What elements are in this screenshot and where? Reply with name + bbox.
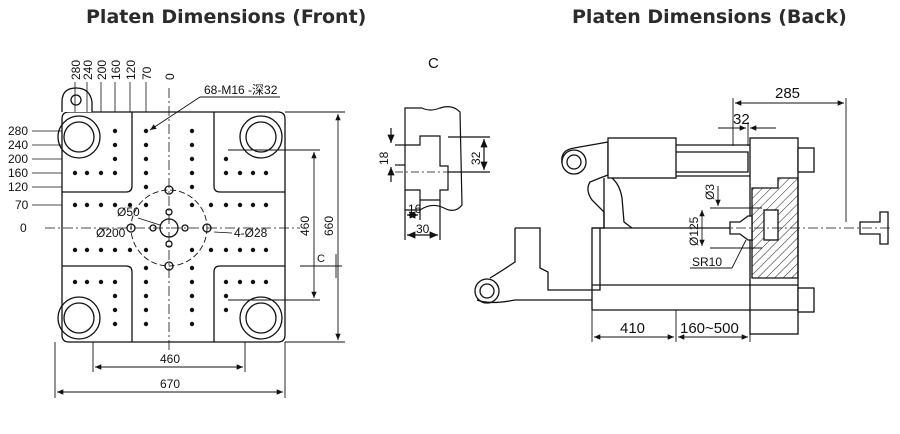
- front-platen-view: [45, 87, 300, 352]
- holes-label: 4-Ø28: [234, 226, 268, 240]
- section-mark: C: [317, 253, 325, 265]
- detail-dim-16: 16: [408, 202, 422, 216]
- front-title: Platen Dimensions (Front): [86, 6, 367, 28]
- dim-outer-width: 670: [160, 377, 180, 391]
- back-side-view: [474, 137, 890, 335]
- back-dim-stroke: 160~500: [680, 320, 739, 337]
- detail-label: C: [428, 55, 439, 72]
- dim-inner-width: 460: [160, 352, 180, 366]
- front-right-dims: [228, 111, 345, 343]
- back-dims: [591, 98, 847, 342]
- left-tick-280: 280: [8, 124, 28, 138]
- center-bore-label: Ø50: [117, 205, 140, 219]
- left-tick-200: 200: [8, 152, 28, 166]
- top-tick-280: 280: [69, 60, 83, 80]
- top-tick-120: 120: [124, 60, 138, 80]
- thread-callout-leader: [149, 96, 280, 131]
- top-tick-0: 0: [163, 73, 177, 80]
- top-tick-200: 200: [95, 60, 109, 80]
- left-tick-160: 160: [8, 166, 28, 180]
- front-bottom-dims: [54, 342, 286, 398]
- top-tick-240: 240: [81, 60, 95, 80]
- top-tick-70: 70: [140, 66, 154, 80]
- tie-bar-bores: [57, 115, 283, 340]
- detail-dim-30: 30: [416, 222, 430, 236]
- front-left-ticks: [32, 130, 62, 206]
- pcd-label: Ø200: [96, 226, 126, 240]
- thread-holes: [72, 128, 269, 327]
- left-tick-0: 0: [20, 221, 27, 235]
- left-tick-240: 240: [8, 138, 28, 152]
- left-tick-120: 120: [8, 180, 28, 194]
- dim-inner-height: 460: [298, 216, 312, 236]
- detail-dim-18: 18: [377, 151, 391, 165]
- back-title: Platen Dimensions (Back): [572, 6, 847, 28]
- back-dim-410: 410: [620, 320, 645, 337]
- back-dim-285: 285: [775, 85, 800, 102]
- left-tick-70: 70: [15, 198, 29, 212]
- detail-c-view: [387, 106, 490, 240]
- thread-callout: 68-M16 -深32: [204, 83, 278, 97]
- top-tick-160: 160: [109, 60, 123, 80]
- back-dim-3: Ø3: [703, 184, 717, 200]
- front-top-ticks: [74, 82, 147, 112]
- detail-dim-32: 32: [469, 151, 483, 165]
- dim-outer-height: 660: [322, 216, 336, 236]
- back-dim-125: Ø125: [687, 216, 701, 246]
- back-dim-sr10: SR10: [692, 255, 722, 269]
- back-dim-32: 32: [733, 111, 750, 128]
